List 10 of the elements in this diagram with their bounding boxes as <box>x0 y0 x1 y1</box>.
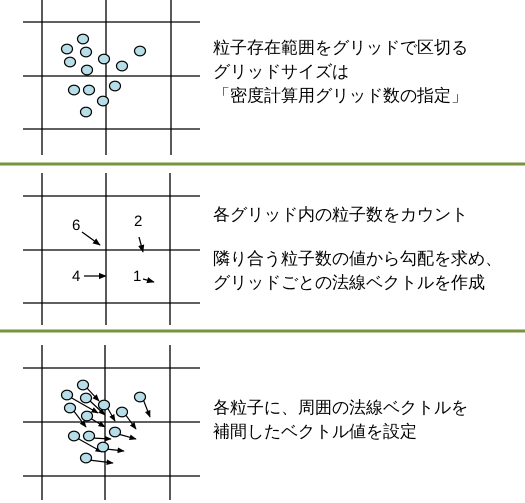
description-text: 各粒子に、周囲の法線ベクトルを補間したベクトル値を設定 <box>213 397 469 444</box>
count-number: 2 <box>134 214 142 230</box>
count-number: 1 <box>133 269 142 285</box>
count-number: 4 <box>72 269 80 285</box>
description-text: 「密度計算用グリッド数の指定」 <box>213 85 469 108</box>
description-text: 粒子存在範囲をグリッドで区切る <box>213 37 469 60</box>
description-text: 各グリッド内の粒子数をカウント <box>213 204 469 227</box>
description-text: グリッドサイズは <box>213 61 350 84</box>
description-text: 隣り合う粒子数の値から勾配を求め、グリッドごとの法線ベクトルを作成 <box>213 248 503 295</box>
count-number: 6 <box>72 218 80 234</box>
